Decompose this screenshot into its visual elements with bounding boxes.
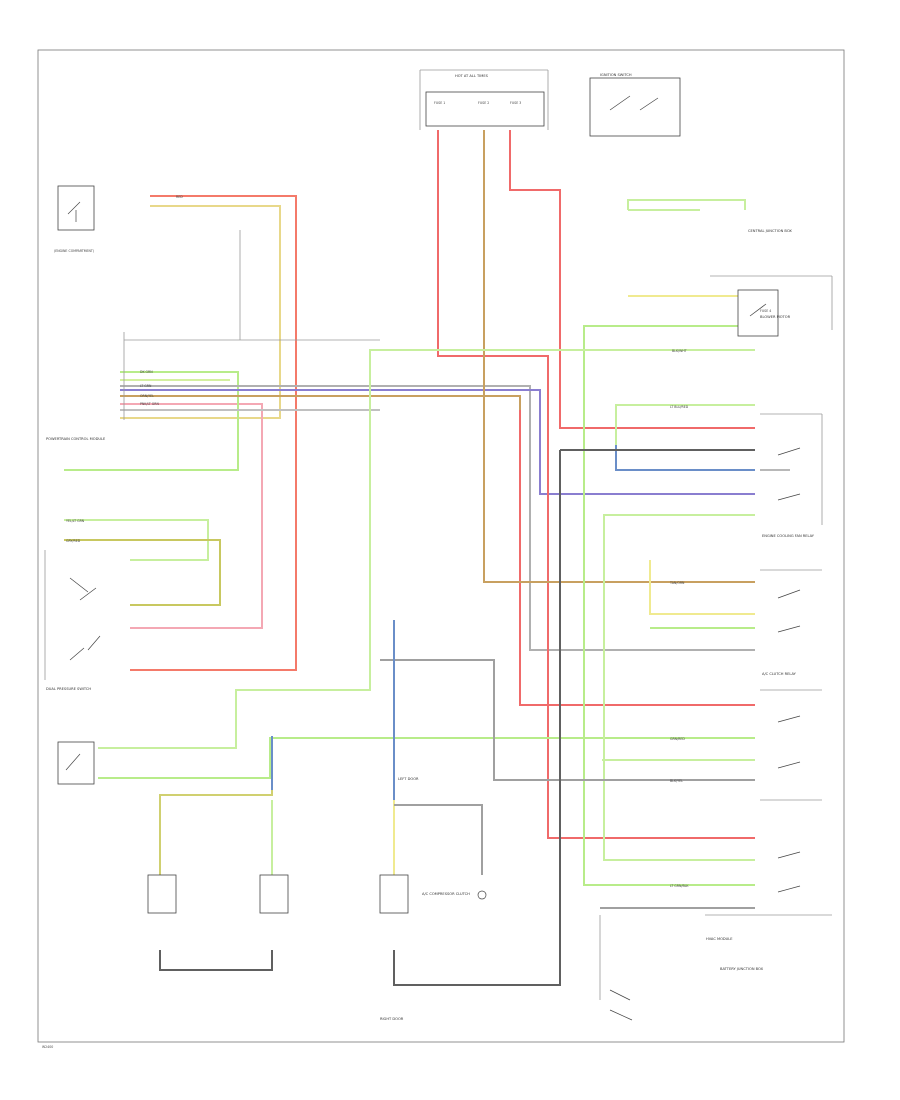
ignition-switch (589, 77, 681, 137)
wire-code-4: ORN/YEL (140, 394, 154, 398)
wire-code-7: GRY/RED (66, 539, 81, 543)
wire-code-12: BLK/YEL (670, 779, 683, 783)
fuse-label-2: FUSE 2 (478, 101, 489, 105)
wire-code-13: LT GRN/BLK (670, 884, 689, 888)
wire-yellow-relay (649, 560, 755, 615)
wire-code-6: YEL/LT GRN (66, 519, 85, 523)
wire-red-fuse-1 (437, 130, 755, 839)
wire-green-long-1 (583, 325, 755, 886)
label-ignition-switch: IGNITION SWITCH (600, 73, 632, 77)
ect-sensor (57, 741, 95, 785)
wire-violet-pcm (120, 389, 755, 495)
wire-green-relay-1 (603, 514, 755, 861)
label-ac-compressor-clutch: A/C COMPRESSOR CLUTCH (422, 892, 470, 896)
fuse-label-3: FUSE 3 (510, 101, 521, 105)
sensor-door (379, 874, 409, 914)
fuse-box (425, 91, 545, 127)
jbox-relay (737, 289, 779, 337)
wire-code-10: TAN/ORN (669, 581, 685, 585)
relay-switch-5 (777, 715, 801, 723)
relay-switch-7 (777, 851, 801, 859)
wire-code-3: LT GRN (140, 384, 152, 388)
fuse-label-1: FUSE 1 (434, 101, 445, 105)
wire-code-2: DK GRN (140, 370, 153, 374)
wire-green-long-3 (98, 737, 755, 779)
label-left-door: LEFT DOOR (398, 777, 419, 781)
wire-layer (64, 130, 755, 986)
wire-tan-pcm (120, 205, 281, 419)
label-engine-cooling-fan-relay: ENGINE COOLING FAN RELAY (762, 534, 815, 538)
label-central-junction-box: CENTRAL JUNCTION BOX (748, 229, 792, 233)
relay-switch-8 (777, 885, 801, 893)
relay-switch-1 (760, 447, 801, 471)
wire-olive-dps (64, 539, 221, 606)
wire-green-long-2 (98, 349, 755, 749)
label-engine-compt: (ENGINE COMPARTMENT) (54, 249, 94, 253)
label-hot-at-all-times: HOT AT ALL TIMES (455, 74, 489, 78)
battery-jbox-switch (609, 989, 633, 1021)
wire-green-pcm-1 (64, 371, 239, 471)
dual-pressure-switch-contacts (69, 577, 101, 661)
sensor-right (259, 874, 289, 914)
relay-switch-6 (777, 761, 801, 769)
wire-gray-door (394, 804, 483, 875)
wire-pink-pcm (120, 403, 263, 629)
diagram-frame (37, 49, 845, 1043)
label-battery-junction-box: BATTERY JUNCTION BOX (720, 967, 764, 971)
door-actuator (477, 890, 487, 900)
wire-tan-pcm-2 (120, 395, 521, 410)
label-right-door: RIGHT DOOR (380, 1017, 404, 1021)
relay-switch-3 (777, 589, 801, 599)
wire-olive-sensor-left (159, 770, 273, 875)
label-layer: HOT AT ALL TIMES IGNITION SWITCH (ENGINE… (42, 73, 815, 1049)
wire-code-1: RED (176, 195, 183, 199)
wire-code-11: GRN/RED (670, 737, 685, 741)
label-hvac-module: HVAC MODULE (706, 937, 733, 941)
wire-green-top-right (627, 199, 746, 210)
wire-code-8: BLK/WHT (672, 349, 687, 353)
wire-code-5: PNK/LT GRN (140, 402, 159, 406)
wire-red-top-left (130, 195, 297, 671)
footer-code: W2400 (42, 1045, 53, 1049)
wire-tan-fuse (483, 130, 755, 583)
wire-dkgray-ground (159, 950, 273, 971)
ac-cycling-switch (57, 185, 95, 231)
wire-blue-mid (615, 445, 755, 471)
thin-line-layer (44, 69, 833, 1000)
label-dual-pressure-switch: DUAL PRESSURE SWITCH (46, 687, 91, 691)
relay-switch-2 (777, 493, 801, 501)
wire-red-fuse-2 (509, 130, 755, 429)
wire-gray-pcm-1 (120, 385, 755, 651)
wire-gray-relay (380, 659, 755, 781)
label-blower-motor: BLOWER MOTOR (760, 315, 791, 319)
label-ac-clutch-relay: A/C CLUTCH RELAY (762, 672, 797, 676)
wire-red-fuse-3 (519, 410, 755, 706)
fuse-label-4: FUSE 4 (760, 309, 771, 313)
wire-dkgray-ground-2 (393, 450, 561, 986)
wire-code-9: LT BLU/RED (670, 405, 689, 409)
components (57, 77, 801, 1021)
label-pcm: POWERTRAIN CONTROL MODULE (46, 437, 106, 441)
wire-green-mid (615, 404, 755, 445)
sensor-left (147, 874, 177, 914)
relay-switch-4 (777, 625, 801, 633)
